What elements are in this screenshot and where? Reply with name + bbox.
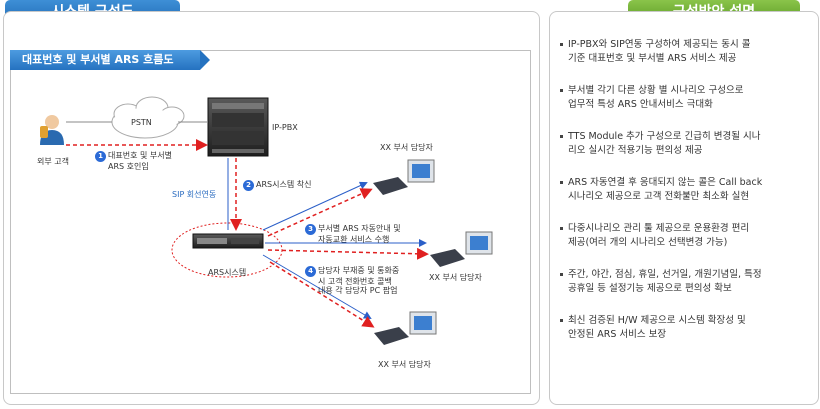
- customer-icon: [40, 115, 64, 145]
- description-line: 시나리오 제공으로 고객 전화불만 최소화 실현: [568, 191, 750, 202]
- description-line: 공휴일 등 설정기능 제공으로 편의성 확보: [568, 283, 732, 294]
- step3-text-line2: 자동교환 서비스 수행: [318, 235, 390, 244]
- description-line: 기준 대표번호 및 부서별 ARS 서비스 제공: [568, 53, 737, 64]
- department-phone-pc-bottom-icon: [374, 311, 437, 345]
- step4-text-line2: 시 고객 전화번호 콜백: [318, 277, 392, 286]
- department-phone-pc-top-icon: [373, 159, 435, 195]
- step1-text-line1: 대표번호 및 부서별: [108, 151, 172, 160]
- description-line: 주간, 야간, 점심, 휴일, 선거일, 개원기념일, 특정: [568, 269, 762, 280]
- description-line: 최신 검증된 H/W 제공으로 시스템 확장성 및: [568, 315, 746, 326]
- description-line: 다중시나리오 관리 툴 제공으로 운용환경 편리: [568, 223, 750, 234]
- link-top-line: [262, 181, 368, 231]
- description-line: TTS Module 추가 구성으로 긴급히 변경될 시나: [568, 131, 761, 142]
- description-line: 안정된 ARS 서비스 보장: [568, 329, 667, 340]
- description-line: 리오 실시간 적용기능 편의성 제공: [568, 145, 703, 156]
- description-line: ARS 자동연결 후 응대되지 않는 콜은 Call back: [568, 177, 763, 188]
- ars-system-boundary: [171, 222, 283, 278]
- step1-number-badge: 1: [95, 151, 106, 162]
- step4-text-line1: 담당자 부재중 및 통화중: [318, 266, 400, 275]
- step2-number-badge: 2: [243, 180, 254, 191]
- description-line: 업무적 특성 ARS 안내서비스 극대화: [568, 99, 713, 110]
- pstn-label: PSTN: [131, 118, 152, 127]
- ars-server-icon: [192, 233, 264, 249]
- flow-diagram-title: 대표번호 및 부서별 ARS 흐름도: [10, 50, 210, 70]
- step2-text: ARS시스템 착신: [256, 180, 312, 189]
- step4-arrow: [269, 261, 375, 328]
- link-bottom-line: [262, 254, 372, 320]
- description-panel: [549, 11, 819, 405]
- customer-label: 외부 고객: [37, 157, 69, 166]
- ip-pbx-icon: [207, 97, 269, 157]
- step3-text-line1: 부서별 ARS 자동안내 및: [318, 224, 401, 233]
- description-line: 제공(여러 개의 시나리오 선택변경 가능): [568, 237, 728, 248]
- department-mid-label: XX 부서 담당자: [429, 273, 482, 282]
- step4-text-line3: 내용 각 담당자 PC 팝업: [318, 286, 398, 295]
- step3-arrow-mid: [267, 247, 429, 260]
- pstn-cloud-icon: [111, 96, 185, 139]
- ars-system-label: ARS시스템: [208, 268, 247, 277]
- description-line: 부서별 각기 다른 상황 별 시나리오 구성으로: [568, 85, 744, 96]
- step4-number-badge: 4: [305, 266, 316, 277]
- description-line: IP-PBX와 SIP연동 구성하여 제공되는 동시 콜: [568, 39, 751, 50]
- description-item: ARS 자동연결 후 응대되지 않는 콜은 Call back 시나리오 제공으로…: [560, 176, 812, 222]
- system-diagram-panel: [3, 11, 540, 405]
- department-bottom-label: XX 부서 담당자: [378, 360, 431, 369]
- step1-text-line2: ARS 호인입: [108, 162, 149, 171]
- step3-arrow-top: [267, 188, 373, 237]
- flow-diagram-box: [10, 50, 531, 394]
- step3-number-badge: 3: [305, 224, 316, 235]
- department-phone-pc-mid-icon: [430, 231, 493, 267]
- department-top-label: XX 부서 담당자: [380, 143, 433, 152]
- ip-pbx-label: IP-PBX: [272, 123, 298, 132]
- sip-label: SIP 회선연동: [172, 190, 217, 199]
